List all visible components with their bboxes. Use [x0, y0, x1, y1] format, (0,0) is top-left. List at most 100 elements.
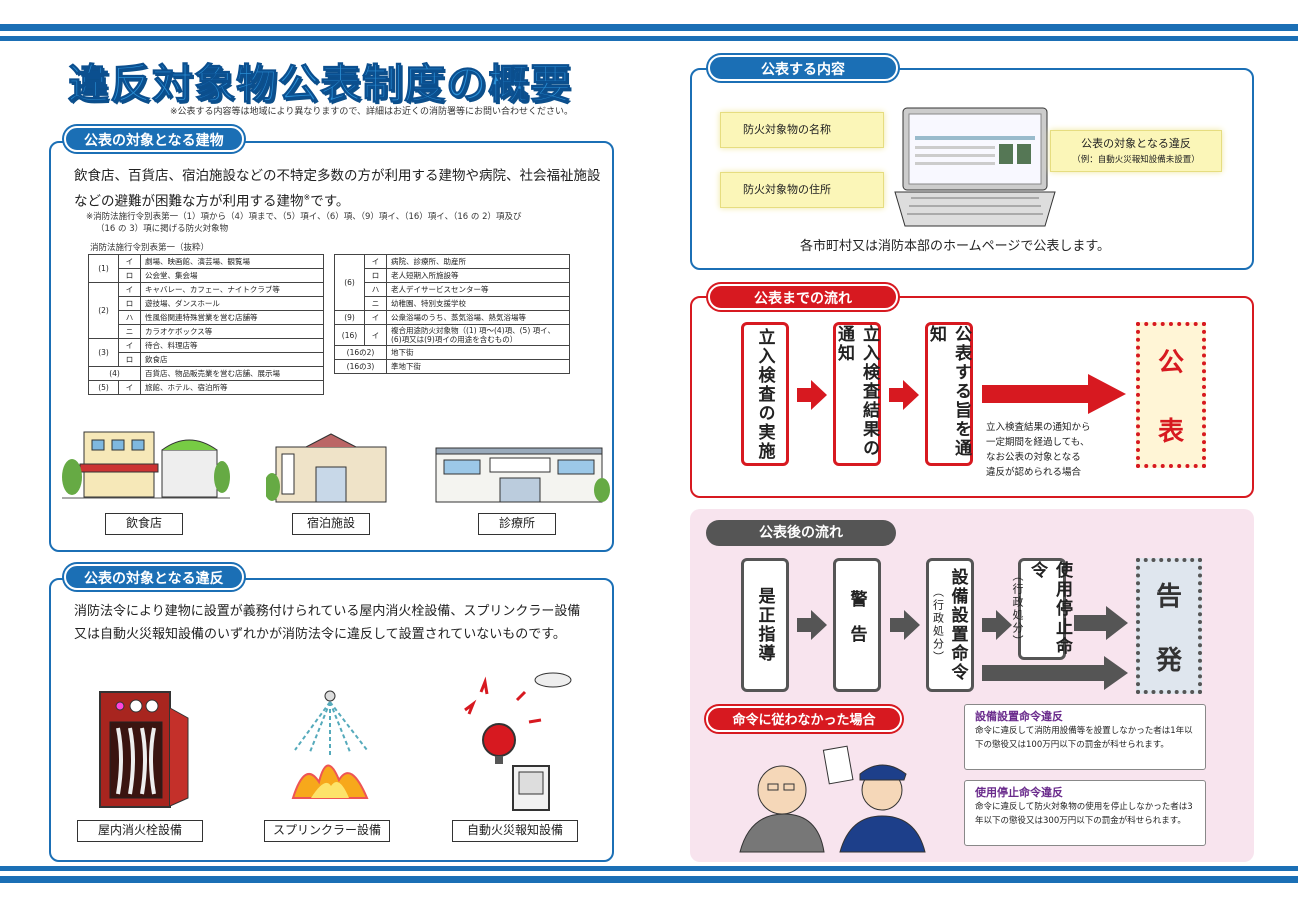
penalty1-title: 設備設置命令違反: [975, 710, 1063, 723]
caption-fire-alarm: 自動火災報知設備: [452, 820, 578, 842]
top-stripe-thin: [0, 36, 1298, 41]
condition-line2: 一定期間を経過しても、: [986, 437, 1090, 448]
flow-step-inspection: 立入検査の実施: [741, 322, 789, 466]
law-table-sub: ニ: [118, 324, 141, 339]
table-title: 消防法施行令別表第一（抜粋）: [90, 243, 210, 253]
law-table-item: (3): [88, 338, 119, 367]
buildings-description: 飲食店、百貨店、宿泊施設などの不特定多数の方が利用する建物や病院、社会福祉施設な…: [74, 168, 601, 210]
penalty2-text: 命令に違反して防火対象物の使用を停止しなかった者は3年以下の懲役又は300万円以…: [975, 802, 1193, 826]
caption-hotel: 宿泊施設: [292, 513, 370, 535]
law-table-sub: ハ: [118, 310, 141, 325]
officer-illustration: [739, 745, 926, 853]
after-step-use-stop-order: 使用停止命令（行政処分）: [1011, 558, 1072, 660]
law-table-sub: ロ: [118, 352, 141, 367]
law-table-row: (16の2)地下街: [334, 345, 570, 360]
law-table-use: 性風俗関連特殊営業を営む店舗等: [140, 310, 324, 325]
law-table-row: (6)イ病院、診療所、助産所: [334, 254, 570, 311]
installation-order-label: 設備設置命令: [947, 568, 968, 682]
item-violation-example: （例：自動火災報知設備未設置）: [1072, 155, 1200, 165]
flow-arrow-1: [797, 380, 827, 410]
after-arrow-1: [797, 610, 827, 640]
law-table-use: キャバレー、カフェー、ナイトクラブ等: [140, 282, 324, 297]
footnote-line1: ※消防法施行令別表第一（1）項から（4）項まで、（5）項イ、（6）項、（9）項イ…: [86, 212, 522, 222]
law-table-sub: イ: [118, 282, 141, 297]
final-prosecution-char2: 発: [1155, 645, 1182, 676]
law-table-use: 旅館、ホテル、宿泊所等: [140, 380, 324, 395]
law-table-sub: イ: [364, 324, 387, 346]
caption-restaurant: 飲食店: [105, 513, 183, 535]
flow-arrow-2: [889, 380, 919, 410]
law-table-row: (2)イキャバレー、カフェー、ナイトクラブ等: [88, 282, 324, 339]
footnote-line2: （16 の 3）項に掲げる防火対象物: [96, 224, 229, 234]
law-table-sub: イ: [118, 254, 141, 269]
law-table-use: 遊技場、ダンスホール: [140, 296, 324, 311]
law-table-left: (1)イ劇場、映画館、演芸場、観覧場ロ公会堂、集会場(2)イキャバレー、カフェー…: [88, 254, 324, 395]
law-table-item: (6): [334, 254, 365, 311]
flow-arrow-3: [982, 374, 1126, 414]
clinic-illustration: [435, 447, 610, 503]
law-table-item: (16の3): [334, 359, 387, 374]
penalty-installation-order: 設備設置命令違反 命令に違反して消防用設備等を設置しなかった者は1年以下の懲役又…: [964, 704, 1206, 770]
law-table-item: (5): [88, 380, 119, 395]
law-table-row: (5)イ旅館、ホテル、宿泊所等: [88, 380, 324, 395]
law-table-use: 病院、診療所、助産所: [386, 254, 570, 269]
law-table-row: (9)イ公衆浴場のうち、蒸気浴場、熱気浴場等: [334, 310, 570, 325]
law-table-use: 飲食店: [140, 352, 324, 367]
law-table-use: 百貨店、物品販売業を営む店舗、展示場: [140, 366, 324, 381]
disobey-label: 命令に従わなかった場合: [706, 706, 902, 732]
final-publication-char2: 表: [1157, 417, 1184, 447]
law-table-row: (16の3)準地下街: [334, 359, 570, 374]
item-violation: 公表の対象となる違反 （例：自動火災報知設備未設置）: [1050, 130, 1222, 172]
item-violation-title: 公表の対象となる違反: [1081, 137, 1191, 150]
law-table-row: ロ遊技場、ダンスホール: [89, 296, 324, 311]
after-arrow-2: [890, 610, 920, 640]
section-flow-to-publication-label: 公表までの流れ: [708, 284, 898, 310]
law-table-sub: ニ: [364, 296, 387, 311]
law-table-row: (16)イ複合用途防火対象物（(1) 項〜(4)項、(5) 項イ、(6)項又は(…: [334, 324, 570, 346]
law-table-sub: ロ: [118, 268, 141, 283]
law-table-row: ニ幼稚園、特別支援学校: [335, 296, 570, 311]
after-final-prosecution: 告 発: [1136, 558, 1202, 694]
bottom-stripe-thin: [0, 866, 1298, 871]
after-step-installation-order: 設備設置命令（行政処分）: [926, 558, 974, 692]
law-table-row: (3)イ待合、料理店等: [88, 338, 324, 367]
title-note: ※公表する内容等は地域により異なりますので、詳細はお近くの消防署等にお問い合わせ…: [170, 107, 574, 117]
section-publication-content-label: 公表する内容: [708, 55, 898, 81]
law-table-sub: ロ: [118, 296, 141, 311]
law-table-item: (2): [88, 282, 119, 339]
violations-text-line2: 又は自動火災報知設備のいずれかが消防法令に違反して設置されていないものです。: [74, 627, 566, 642]
law-table-sub: イ: [364, 254, 387, 269]
top-stripe: [0, 24, 1298, 31]
sprinkler-illustration: [291, 690, 369, 799]
law-table-use: 老人短期入所施設等: [386, 268, 570, 283]
law-table-row: ロ老人短期入所施設等: [335, 268, 570, 283]
law-table-sub: ロ: [364, 268, 387, 283]
law-table-use: 幼稚園、特別支援学校: [386, 296, 570, 311]
bottom-stripe: [0, 876, 1298, 883]
law-table-use: 地下街: [386, 345, 570, 360]
penalty2-title: 使用停止命令違反: [975, 786, 1063, 799]
page-title: 違反対象物公表制度の概要: [68, 60, 572, 109]
use-stop-order-sub: （行政処分）: [1011, 570, 1024, 648]
after-arrow-5: [982, 656, 1128, 690]
section-target-buildings-text: 飲食店、百貨店、宿泊施設などの不特定多数の方が利用する建物や病院、社会福祉施設な…: [74, 165, 604, 213]
law-table-use: 準地下街: [386, 359, 570, 374]
law-table-row: (1)イ劇場、映画館、演芸場、観覧場: [88, 254, 324, 283]
caption-sprinkler: スプリンクラー設備: [264, 820, 390, 842]
buildings-description-end: です。: [310, 193, 350, 210]
law-table-item: (9): [334, 310, 365, 325]
section-target-violations-label: 公表の対象となる違反: [64, 564, 244, 590]
condition-line4: 違反が認められる場合: [986, 467, 1082, 478]
law-table-row: ロ飲食店: [89, 352, 324, 367]
restaurant-illustration: [62, 431, 230, 499]
law-table-item: (16の2): [334, 345, 387, 360]
law-table-sub: イ: [118, 380, 141, 395]
caption-clinic: 診療所: [478, 513, 556, 535]
publication-text: 各市町村又は消防本部のホームページで公表します。: [800, 239, 1111, 254]
law-table-use: 待合、料理店等: [140, 338, 324, 353]
hydrant-illustration: [99, 691, 189, 808]
flow-step-publication-notice: 公表する旨を通知: [925, 322, 973, 466]
condition-line1: 立入検査結果の通知から: [986, 422, 1091, 433]
law-table-use: 劇場、映画館、演芸場、観覧場: [140, 254, 324, 269]
condition-line3: なお公表の対象となる: [986, 452, 1081, 463]
